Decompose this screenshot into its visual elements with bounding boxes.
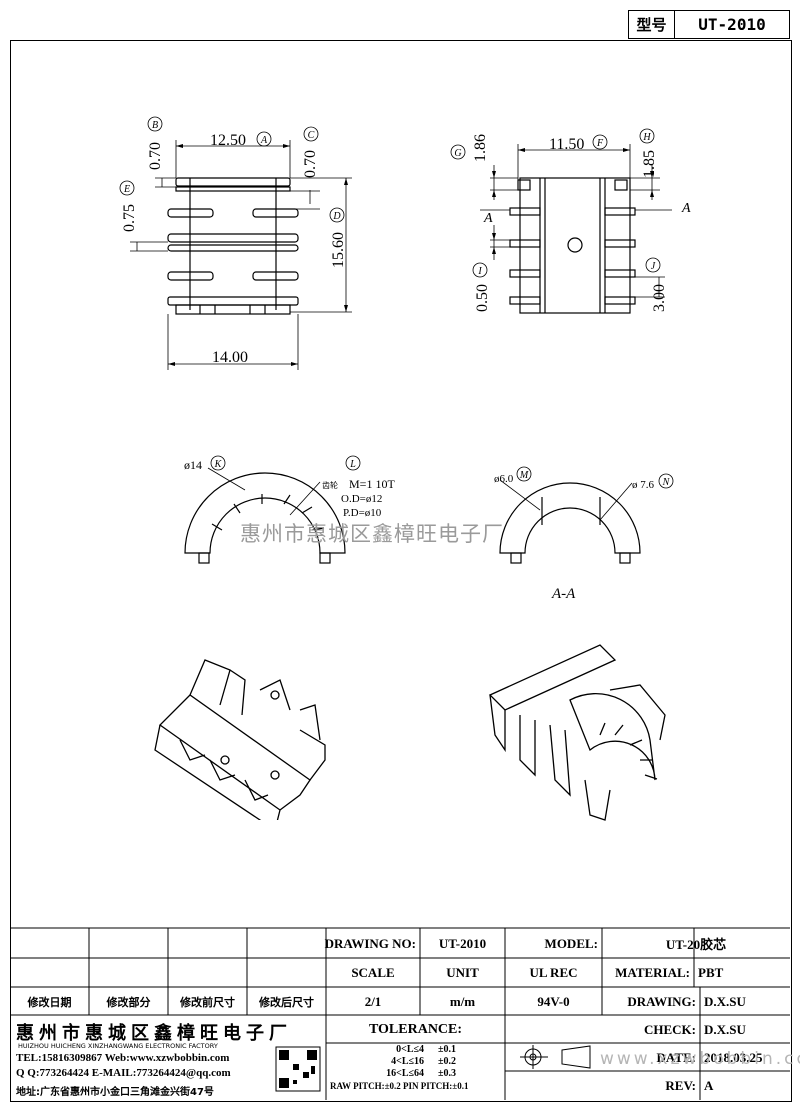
- material-value: PBT: [698, 965, 724, 980]
- rev-header-date: 修改日期: [27, 995, 72, 1009]
- circle-c-label: C: [308, 130, 315, 141]
- dim-h: 1.85: [641, 150, 658, 178]
- rev-header-after: 修改后尺寸: [259, 995, 314, 1009]
- dim-flange-c: 0.70: [302, 150, 319, 178]
- section-mark-right: A: [681, 201, 691, 216]
- tol-row: 0<L≤4±0.1: [396, 1044, 456, 1055]
- check-label: CHECK:: [644, 1021, 696, 1037]
- front-view: 12.50 A 0.70 B 0.70 C 15.60 D 0.75 E 14.…: [119, 116, 352, 370]
- gear-pd: P.D=ø10: [343, 507, 382, 519]
- gear-od: O.D=ø12: [341, 493, 382, 505]
- dim-pitch: 0.75: [121, 204, 138, 232]
- company-qq: Q Q:773264424 E-MAIL:773264424@qq.com: [16, 1067, 231, 1079]
- company-tel: TEL:15816309867 Web:www.xzwbobbin.com: [16, 1052, 230, 1064]
- rev-header-part: 修改部分: [106, 995, 151, 1009]
- date-value: 2018.03.25: [704, 1049, 763, 1065]
- circle-g-label: G: [454, 148, 461, 159]
- ul-rec-value: 94V-0: [537, 993, 570, 1009]
- section-label: A-A: [551, 586, 576, 602]
- model-value: UT-20胶芯: [665, 937, 727, 952]
- isometric-view-right: [488, 644, 666, 821]
- tol-row: 16<L≤64±0.3: [386, 1068, 456, 1079]
- circle-m-label: M: [519, 470, 529, 481]
- company-name-cn: 惠州市惠城区鑫樟旺电子厂: [16, 1023, 292, 1044]
- circle-l-label: L: [349, 459, 356, 470]
- dim-top-flange: 0.70: [147, 142, 164, 170]
- dia-n: ø 7.6: [632, 479, 655, 491]
- scale-label: SCALE: [351, 965, 395, 980]
- tolerance-label: TOLERANCE:: [368, 1021, 463, 1037]
- date-label: DATE:: [656, 1049, 696, 1065]
- unit-value: m/m: [449, 993, 476, 1009]
- drawing-value: D.X.SU: [704, 993, 746, 1009]
- circle-i-label: I: [477, 266, 482, 277]
- drawing-label: DRAWING:: [627, 993, 696, 1009]
- circle-b-label: B: [152, 120, 158, 131]
- gear-m: M=1 10T: [349, 477, 395, 491]
- dia-m: ø6.0: [494, 473, 514, 485]
- ul-rec-label: UL REC: [529, 965, 578, 980]
- rev-label: REV:: [665, 1077, 696, 1093]
- section-views: ø14 K L 齿轮 M=1 10T O.D=ø12 P.D=ø10 ø6.0 …: [184, 455, 674, 602]
- company-name-en: HUIZHOU HUICHENG XINZHANGWANG ELECTRONIC…: [18, 1042, 218, 1050]
- rev-value: A: [704, 1077, 714, 1093]
- header-box: [628, 10, 790, 39]
- model-label: MODEL:: [544, 935, 598, 951]
- circle-k-label: K: [214, 459, 223, 470]
- unit-label: UNIT: [446, 965, 479, 980]
- side-view: 11.50 F 1.86 G 1.85 H A A 0.50 I 3.00 J: [450, 128, 691, 314]
- pitch-note: RAW PITCH:±0.2 PIN PITCH:±0.1: [330, 1081, 469, 1091]
- tol-row: 4<L≤16±0.2: [391, 1056, 456, 1067]
- dia-k: ø14: [184, 458, 202, 472]
- dim-height: 15.60: [330, 232, 347, 268]
- material-label: MATERIAL:: [615, 965, 690, 980]
- circle-d-label: D: [332, 211, 341, 222]
- scale-value: 2/1: [364, 993, 382, 1009]
- section-mark-left: A: [483, 211, 493, 226]
- side-dim-width-top: 11.50: [549, 136, 584, 153]
- header-divider: [674, 10, 675, 39]
- drawing-no-label: DRAWING NO:: [324, 935, 416, 951]
- type-label: 型号: [636, 16, 667, 34]
- dim-width-bottom: 14.00: [212, 349, 248, 366]
- dim-j: 3.00: [651, 284, 668, 312]
- tolerance-table: 0<L≤4±0.1 4<L≤16±0.2 16<L≤64±0.3 RAW PIT…: [330, 1044, 502, 1092]
- isometric-view-left: [154, 659, 326, 820]
- rev-header-before: 修改前尺寸: [180, 995, 235, 1009]
- circle-e-label: E: [123, 184, 130, 195]
- watermark: 惠州市惠城区鑫樟旺电子厂: [240, 522, 504, 546]
- circle-j-label: J: [651, 261, 656, 272]
- bottom-watermark: www.xzwbobbin.com: [600, 1049, 800, 1069]
- circle-a-label: A: [260, 135, 268, 146]
- circle-f-label: F: [596, 138, 604, 149]
- dim-g: 1.86: [472, 134, 489, 162]
- company-address: 地址:广东省惠州市小金口三角滩金兴街47号: [16, 1087, 214, 1098]
- dim-i: 0.50: [474, 284, 491, 312]
- type-value: UT-2010: [698, 15, 766, 34]
- dim-width-top: 12.50: [210, 132, 246, 149]
- check-value: D.X.SU: [704, 1021, 746, 1037]
- drawing-border: [10, 40, 792, 1102]
- circle-n-label: N: [662, 477, 671, 488]
- circle-h-label: H: [642, 132, 651, 143]
- gear-note-label: 齿轮: [322, 480, 338, 490]
- drawing-no-value: UT-2010: [438, 935, 487, 951]
